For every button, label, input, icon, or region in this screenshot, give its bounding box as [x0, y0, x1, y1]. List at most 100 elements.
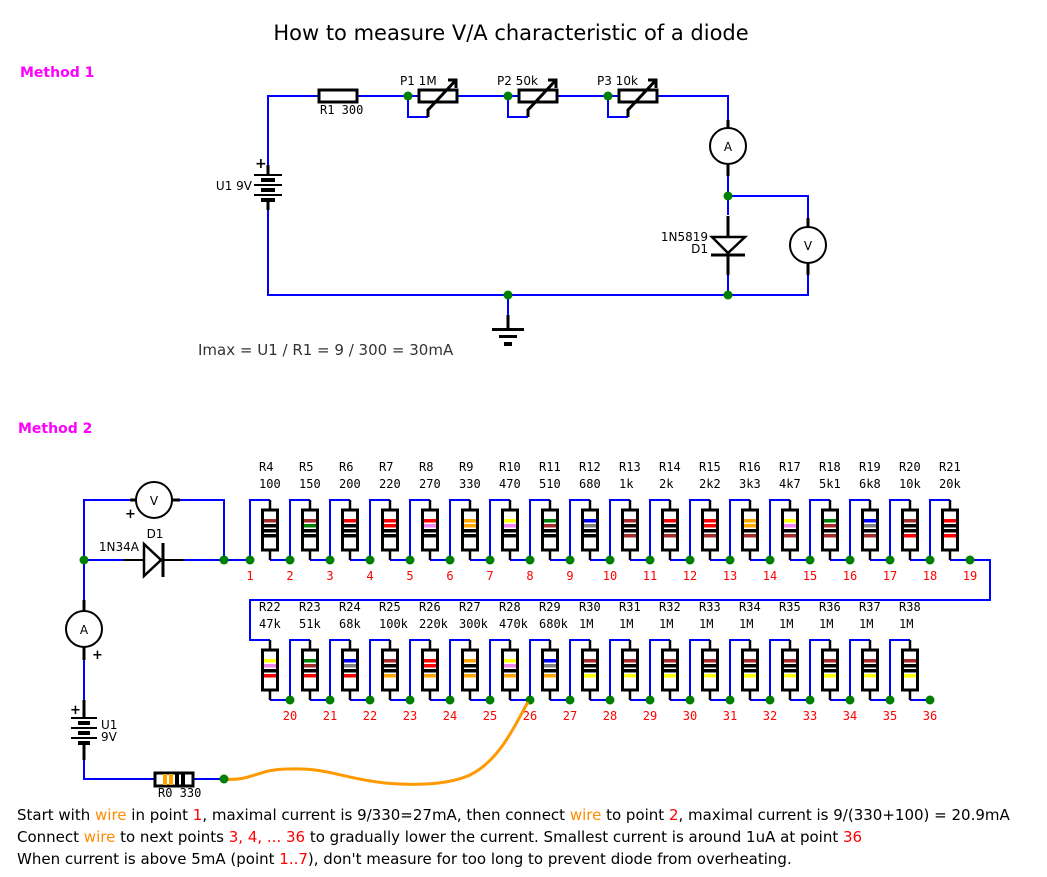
resistor-row-2: R2247kR2351kR2468kR25100kR26220kR27300kR…	[259, 600, 937, 723]
point-reference: 36	[843, 828, 862, 846]
connection-point[interactable]	[845, 555, 855, 565]
point-number-label: 36	[923, 709, 937, 723]
resistor-ref-label: R16	[739, 460, 761, 474]
color-band	[744, 669, 756, 673]
connection-point[interactable]	[365, 555, 375, 565]
resistor-value-label: 1M	[779, 617, 793, 631]
color-band	[304, 534, 316, 538]
point-reference: 3, 4, ... 36	[229, 828, 305, 846]
color-band	[624, 524, 636, 528]
connection-point[interactable]	[765, 695, 775, 705]
resistor-ref-label: R25	[379, 600, 401, 614]
color-band	[784, 519, 796, 523]
connection-point[interactable]	[885, 695, 895, 705]
connection-point[interactable]	[685, 555, 695, 565]
resistor-value-label: 1M	[619, 617, 633, 631]
connection-point[interactable]	[805, 555, 815, 565]
color-band	[664, 664, 676, 668]
wire-pot-wipers	[407, 96, 628, 118]
connection-point[interactable]	[725, 695, 735, 705]
r0-label: R0 330	[158, 786, 201, 800]
color-band	[163, 774, 167, 785]
wire-bottom	[267, 165, 809, 316]
resistor-value-label: 330	[459, 477, 481, 491]
color-band	[464, 519, 476, 523]
point-number-label: 24	[443, 709, 457, 723]
connection-point[interactable]	[525, 555, 535, 565]
connection-point[interactable]	[925, 695, 935, 705]
color-band	[504, 519, 516, 523]
connection-point[interactable]	[405, 695, 415, 705]
method1-circuit: Method 1 + U1 9V R1 300 P1 1M	[20, 65, 827, 359]
point-number-label: 29	[643, 709, 657, 723]
ammeter-plus-sign: +	[92, 648, 103, 663]
connection-point[interactable]	[885, 555, 895, 565]
color-band	[864, 664, 876, 668]
resistor-value-label: 220	[379, 477, 401, 491]
connection-point[interactable]	[605, 695, 615, 705]
connection-point[interactable]	[565, 695, 575, 705]
color-band	[744, 659, 756, 663]
point-reference: 2	[669, 806, 679, 824]
resistor-ref-label: R12	[579, 460, 601, 474]
connection-point[interactable]	[805, 695, 815, 705]
color-band	[944, 529, 956, 533]
connection-point[interactable]	[325, 695, 335, 705]
junction-node	[723, 191, 733, 201]
resistor-value-label: 1M	[899, 617, 913, 631]
connection-point[interactable]	[725, 555, 735, 565]
instruction-text: in point	[127, 806, 193, 824]
color-band	[344, 669, 356, 673]
point-number-label: 28	[603, 709, 617, 723]
instruction-line: Start with wire in point 1, maximal curr…	[17, 806, 1010, 824]
connection-point[interactable]	[565, 555, 575, 565]
connection-point[interactable]	[845, 695, 855, 705]
point-number-label: 33	[803, 709, 817, 723]
connection-point[interactable]	[645, 555, 655, 565]
junction-node	[403, 91, 413, 101]
color-band	[544, 534, 556, 538]
connection-point[interactable]	[485, 555, 495, 565]
connection-point[interactable]	[685, 695, 695, 705]
connection-point[interactable]	[445, 695, 455, 705]
instruction-text: to point	[601, 806, 669, 824]
point-number-label: 31	[723, 709, 737, 723]
connection-point[interactable]	[405, 555, 415, 565]
connection-point[interactable]	[485, 695, 495, 705]
connection-point[interactable]	[365, 695, 375, 705]
connection-point[interactable]	[965, 555, 975, 565]
connection-point[interactable]	[765, 555, 775, 565]
resistor-ref-label: R14	[659, 460, 681, 474]
resistor-ref-label: R23	[299, 600, 321, 614]
instruction-text: Connect	[17, 828, 84, 846]
resistor-ref-label: R27	[459, 600, 481, 614]
color-band	[304, 659, 316, 663]
connection-point[interactable]	[445, 555, 455, 565]
color-band	[424, 674, 436, 678]
resistor-value-label: 1M	[579, 617, 593, 631]
connection-point[interactable]	[285, 695, 295, 705]
resistor-value-label: 10k	[899, 477, 921, 491]
color-band	[384, 659, 396, 663]
connection-point[interactable]	[285, 555, 295, 565]
connection-point[interactable]	[645, 695, 655, 705]
resistor-value-label: 1M	[699, 617, 713, 631]
color-band	[824, 669, 836, 673]
color-band	[424, 534, 436, 538]
resistor-value-label: 47k	[259, 617, 281, 631]
color-band	[384, 534, 396, 538]
resistor-value-label: 1M	[739, 617, 753, 631]
connection-point[interactable]	[325, 555, 335, 565]
movable-test-wire[interactable]	[223, 701, 530, 786]
point-number-label: 5	[406, 569, 413, 583]
instruction-text: to next points	[115, 828, 228, 846]
connection-point[interactable]	[605, 555, 615, 565]
junction-node	[503, 290, 513, 300]
connection-point[interactable]	[245, 555, 255, 565]
connection-point[interactable]	[925, 555, 935, 565]
